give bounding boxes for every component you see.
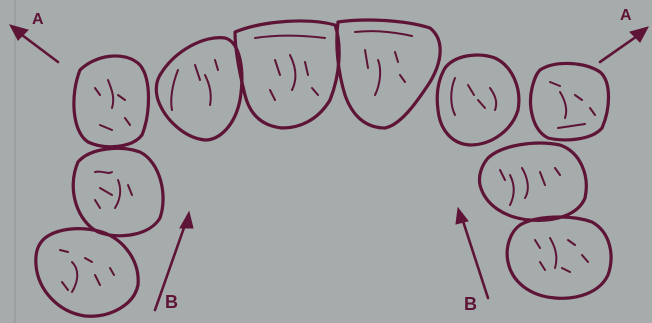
arrow-a-right [600,27,648,62]
label-arrow-a-left: A [32,11,44,28]
tooth-left-lower [36,229,138,317]
arrow-a-left [10,25,58,62]
tooth-left-middle [73,148,163,235]
tooth-right-middle [479,143,586,220]
tooth-front-4 [437,55,519,145]
tooth-front-3 [337,20,440,128]
tooth-front-1 [156,38,242,140]
tooth-right-upper [531,63,609,139]
tooth-left-upper [74,56,149,147]
label-arrow-b-right: B [464,294,477,314]
tooth-right-lower [507,217,611,298]
label-arrow-a-right: A [620,7,632,24]
tooth-front-2 [235,21,339,128]
arrow-b-right [456,208,488,298]
label-arrow-b-left: B [165,292,178,312]
